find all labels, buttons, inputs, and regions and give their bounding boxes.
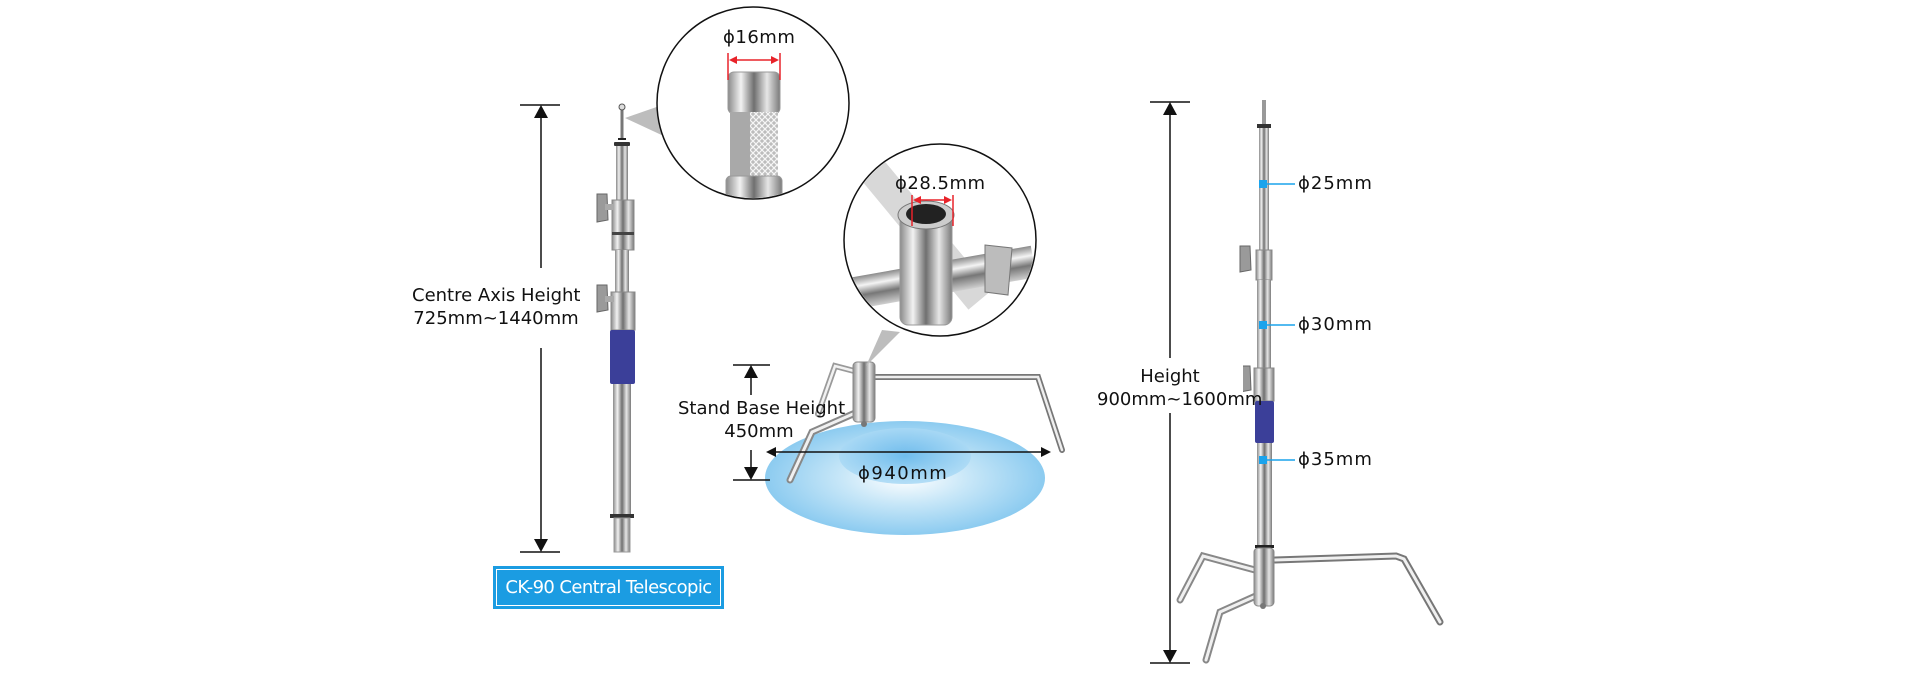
stand-base-height-value: 450mm: [724, 421, 794, 442]
arrow-up-icon: [534, 105, 548, 118]
arrow-up-icon: [1163, 102, 1177, 115]
base-head-detail-callout: [843, 143, 1037, 337]
marker-dot: [1259, 180, 1267, 188]
base-diameter-label: ϕ940mm: [858, 463, 949, 484]
product-name-badge: CK-90 Central Telescopic Rod: [493, 566, 724, 639]
tube-diameter-label-top: ϕ25mm: [1298, 173, 1373, 194]
arrow-down-icon: [744, 467, 758, 480]
full-height-dimension: [1150, 101, 1190, 664]
full-height-value: 900mm~1600mm: [1097, 389, 1263, 410]
stand-base-height-label: Stand Base Height 450mm: [678, 395, 846, 445]
callout-pointer: [866, 330, 900, 366]
tube-diameter-markers: [1259, 180, 1295, 464]
base-illustration: [765, 330, 1065, 535]
centre-axis-height-value: 725mm~1440mm: [413, 308, 579, 329]
grip-sleeve: [610, 330, 635, 384]
centre-axis-dimension: [520, 104, 560, 553]
marker-dot: [1259, 456, 1267, 464]
arrow-up-icon: [744, 365, 758, 378]
tip-diameter-label: ϕ16mm: [723, 27, 796, 48]
head-diameter-label: ϕ28.5mm: [895, 173, 986, 194]
tube-diameter-label-bottom: ϕ35mm: [1298, 449, 1373, 470]
stand-base-height-title: Stand Base Height: [678, 398, 846, 419]
centre-axis-height-title: Centre Axis Height: [412, 285, 581, 306]
marker-dot: [1259, 321, 1267, 329]
tip-detail-callout: [656, 6, 850, 200]
full-height-title: Height: [1140, 366, 1200, 387]
full-height-label: Height 900mm~1600mm: [1097, 363, 1263, 413]
grip-sleeve: [1255, 401, 1274, 443]
arrow-down-icon: [534, 539, 548, 552]
tube-diameter-label-middle: ϕ30mm: [1298, 314, 1373, 335]
arrow-down-icon: [1163, 650, 1177, 663]
centre-rod-illustration: [596, 103, 668, 553]
centre-axis-height-label: Centre Axis Height 725mm~1440mm: [412, 282, 580, 332]
c-stand-illustration: [1176, 100, 1444, 664]
base-height-dimension: [733, 364, 770, 481]
